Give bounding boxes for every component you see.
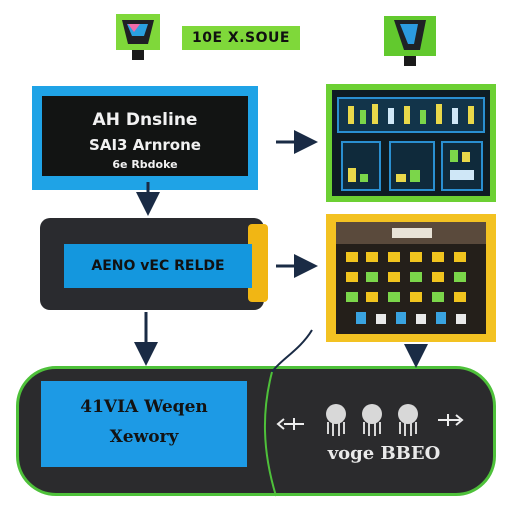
bottom-blue-panel: 41VIA Weqen Xewory: [41, 381, 247, 467]
figure-icon: [326, 404, 346, 436]
dashboard-graphic: [337, 97, 485, 191]
dashboard-screen: [332, 90, 490, 196]
figure-icon: [398, 404, 418, 436]
bottom-bar: 41VIA Weqen Xewory voge BBEO: [16, 366, 496, 496]
node-b-label: AENO vEC RELDE: [64, 244, 252, 288]
node-a-line1: AH Dnsline: [92, 110, 198, 130]
node-a-box: AH Dnsline SAI3 Arnrone 6e Rbdoke: [32, 86, 258, 190]
dashboard-panel: [326, 84, 496, 202]
bottom-left-arrow-icon: [276, 418, 304, 430]
bottom-blue-line1: 41VIA Weqen: [80, 397, 208, 417]
bottom-blue-line2: Xewory: [109, 427, 179, 447]
node-b-box: AENO vEC RELDE: [40, 218, 268, 310]
storefront-graphic: [336, 222, 486, 324]
storefront-panel: [326, 214, 496, 342]
node-a-line3: 6e Rbdoke: [112, 158, 178, 171]
header-title: 10E X.SOUE: [182, 26, 300, 50]
node-a-inner: AH Dnsline SAI3 Arnrone 6e Rbdoke: [42, 96, 248, 176]
bottom-label: voge BBEO: [327, 443, 441, 464]
green-monitor-logo-icon: [114, 10, 162, 62]
node-b-accent: [248, 224, 268, 302]
figure-icon: [362, 404, 382, 436]
bottom-right-arrow-icon: [438, 414, 464, 426]
storefront-screen: [336, 222, 486, 334]
node-a-line2: SAI3 Arnrone: [89, 136, 201, 154]
green-blue-logo-icon: [380, 10, 440, 70]
bar-divider-curve: [263, 371, 277, 497]
connector-curve: [271, 329, 313, 373]
